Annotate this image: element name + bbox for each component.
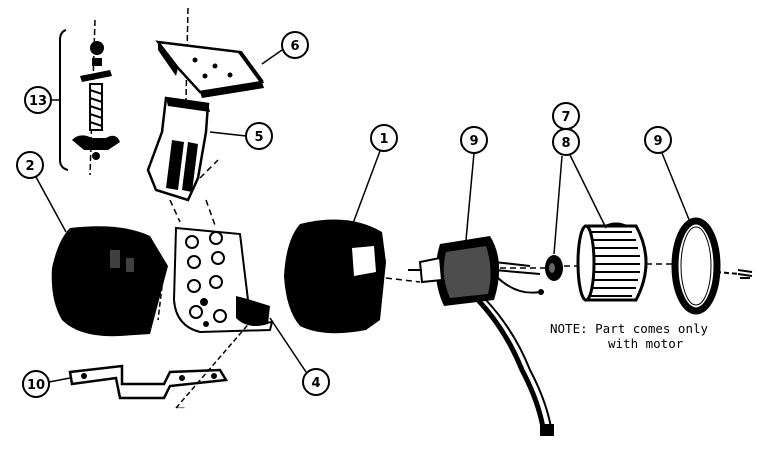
svg-text:13: 13 (29, 94, 47, 109)
part-9-clamp-ring (671, 217, 753, 315)
svg-text:9: 9 (653, 134, 662, 149)
callout-8: 8 (552, 128, 607, 255)
part-8-blower-wheel (576, 222, 672, 302)
part-2-left-housing (51, 226, 168, 337)
part-10-bottom-bracket: — (68, 319, 253, 413)
svg-text:—: — (176, 403, 185, 413)
svg-text:with motor: with motor (608, 336, 684, 351)
callout-9-ring: 9 (644, 126, 691, 223)
svg-text:10: 10 (27, 378, 45, 393)
svg-text:9: 9 (469, 134, 478, 149)
svg-text:1: 1 (379, 132, 388, 147)
callout-7: 7 (552, 102, 580, 130)
svg-text:4: 4 (311, 376, 320, 391)
callout-6: 6 (261, 31, 309, 65)
part-7-hub (500, 255, 584, 281)
callout-9-motor: 9 (460, 126, 488, 241)
note-text: NOTE: Part comes only with motor (550, 321, 709, 351)
callout-10: 10 (22, 370, 71, 398)
callout-5: 5 (209, 122, 273, 150)
svg-text:7: 7 (561, 110, 570, 125)
callout-13: 13 (24, 86, 60, 114)
callout-2: 2 (16, 151, 67, 233)
svg-text:8: 8 (561, 136, 570, 151)
svg-text:6: 6 (290, 39, 299, 54)
part-13-bolt-assembly (59, 19, 120, 176)
part-5-mounting-bracket (146, 96, 219, 229)
svg-text:5: 5 (254, 130, 263, 145)
part-1-right-housing (284, 219, 421, 334)
part-4-perforated-plate (157, 226, 274, 334)
part-9-motor (408, 236, 554, 436)
svg-text:NOTE: Part comes only: NOTE: Part comes only (550, 321, 709, 336)
callout-4: 4 (269, 317, 330, 396)
svg-text:2: 2 (25, 159, 34, 174)
part-6-top-bracket (155, 7, 265, 101)
callout-1: 1 (351, 124, 398, 227)
